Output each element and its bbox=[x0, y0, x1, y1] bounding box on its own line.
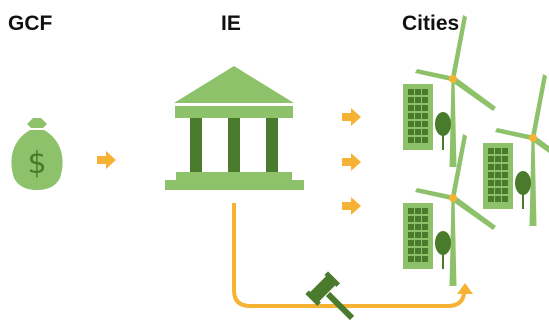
green-building-icon bbox=[403, 134, 496, 286]
money-bag-icon: $ bbox=[11, 118, 63, 190]
arrow-icon bbox=[342, 108, 361, 126]
green-building-icon bbox=[403, 15, 496, 167]
cities-heading: Cities bbox=[402, 12, 460, 35]
institution-building-icon bbox=[165, 66, 304, 190]
green-building-icon bbox=[483, 74, 549, 226]
arrow-icon bbox=[342, 197, 361, 215]
arrow-icon bbox=[342, 153, 361, 171]
oversight-line bbox=[232, 203, 467, 308]
ie-heading: IE bbox=[221, 12, 241, 35]
arrow-icon bbox=[97, 151, 116, 169]
arrow-icon bbox=[457, 283, 473, 294]
gavel-icon bbox=[305, 271, 355, 321]
gcf-heading: GCF bbox=[8, 12, 53, 35]
svg-text:$: $ bbox=[27, 146, 46, 181]
